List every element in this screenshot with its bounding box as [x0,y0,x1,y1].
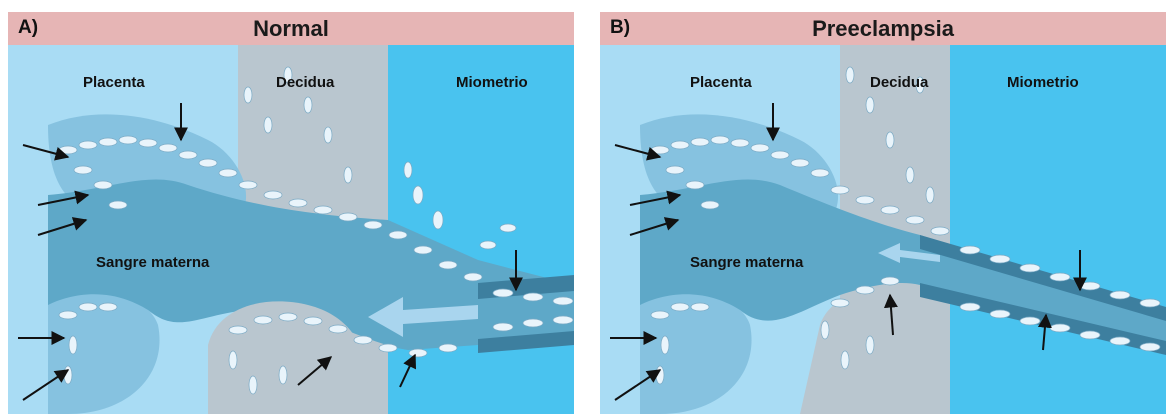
label-sangre-materna: Sangre materna [96,254,210,271]
label-miometrio: Miometrio [456,74,528,91]
panel-normal: A) Normal [8,12,574,414]
label-miometrio: Miometrio [1007,74,1079,91]
label-placenta: Placenta [690,74,752,91]
label-decidua: Decidua [870,74,929,91]
miometrio-region [388,45,574,414]
panel-title: Preeclampsia [600,16,1166,42]
normal-illustration: Placenta Decidua Miometrio Sangre matern… [8,45,574,414]
panel-header: A) Normal [8,12,574,45]
label-sangre-materna: Sangre materna [690,254,804,271]
miometrio-region [950,45,1166,414]
panel-title: Normal [8,16,574,42]
panel-preeclampsia: B) Preeclampsia [600,12,1166,414]
label-placenta: Placenta [83,74,145,91]
panel-header: B) Preeclampsia [600,12,1166,45]
preeclampsia-illustration: Placenta Decidua Miometrio Sangre matern… [600,45,1166,414]
label-decidua: Decidua [276,74,335,91]
